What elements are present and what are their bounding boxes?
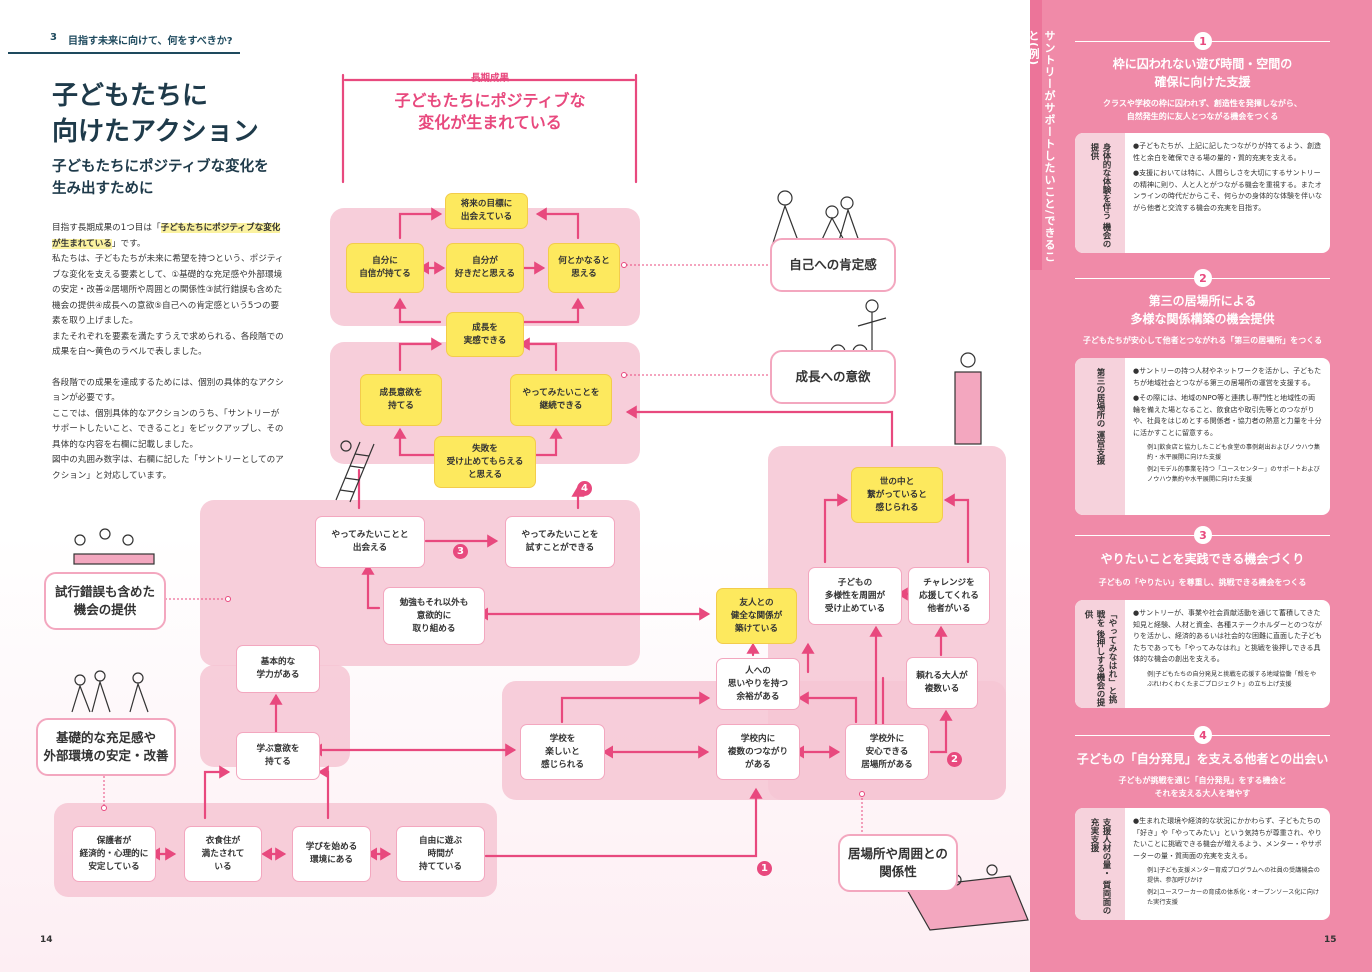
header-divider <box>8 52 240 54</box>
illustration-family <box>71 670 149 713</box>
node-accept-fail: 失敗を 受け止めてもらえる と思える <box>434 436 536 488</box>
node-challenge: チャレンジを 応援してくれる 他者がいる <box>908 567 990 625</box>
node-society: 世の中と 繋がっていると 感じられる <box>851 467 943 523</box>
node-continue: やってみたいことを 継続できる <box>510 374 612 426</box>
section-4-number: 4 <box>1194 726 1212 744</box>
node-growth: 成長を 実感できる <box>446 312 524 357</box>
page-title: 子どもたちに 向けたアクション <box>52 81 259 147</box>
node-confidence: 自分に 自信が持てる <box>346 243 424 293</box>
node-guardian: 保護者が 経済的・心理的に 安定している <box>72 826 156 882</box>
label-basic-env: 基礎的な充足感や 外部環境の安定・改善 <box>36 718 176 776</box>
node-diversity: 子どもの 多様性を周囲が 受け止めている <box>808 567 902 625</box>
node-free-time: 自由に遊ぶ 時間が 持てている <box>396 826 485 882</box>
section-3-number: 3 <box>1194 526 1212 544</box>
node-caring: 人への 思いやりを持つ 余裕がある <box>716 658 800 710</box>
illustration-people-top <box>771 190 861 247</box>
section-2-title: 第三の居場所による 多様な関係構築の機会提供 <box>1130 294 1275 326</box>
marker-3: 3 <box>453 544 468 559</box>
illustration-people-mid <box>830 299 982 445</box>
long-term-label: 長期成果 <box>470 73 509 84</box>
section-4-title: 子どもの「自分発見」を支える他者との出会い <box>1076 752 1329 766</box>
label-self-esteem: 自己への肯定感 <box>770 238 896 292</box>
section-4-items: ●生まれた環境や経済的な状況にかかわらず、子どもたちの「好き」や「やってみたい」… <box>1133 817 1322 906</box>
section-1-subtitle: クラスや学校の枠に囚われず、創造性を発揮しながら、 自然発生的に友人とつながる機… <box>1103 99 1302 121</box>
marker-1: 1 <box>757 861 772 876</box>
node-env: 学びを始める 環境にある <box>292 826 371 882</box>
page-number-left: 14 <box>40 935 53 945</box>
chapter-title: 目指す未来に向けて、何をすべきか? <box>68 36 233 47</box>
node-friends: 友人との 健全な関係が 築けている <box>716 588 797 644</box>
intro-paragraph-2: 私たちは、子どもたちが未来に希望を持つという、ポジティブな変化を支える要素として… <box>52 254 284 326</box>
intro-text: 目指す長期成果の1つ目は「子どもたちにポジティブな変化が生まれている」です。私た… <box>52 221 284 499</box>
node-study: 勉強もそれ以外も 意欲的に 取り組める <box>383 587 485 645</box>
node-school-ties: 学校内に 複数のつながり がある <box>716 724 800 780</box>
section-2-subtitle: 子どもたちが安心して他者とつながれる「第三の居場所」をつくる <box>1082 336 1323 345</box>
section-1-box: 身体的な体験を伴う 機会の提供 ●子どもたちが、上記に記したつながりが持てるよう… <box>1075 133 1330 253</box>
section-1-number: 1 <box>1194 32 1212 50</box>
label-growth-will: 成長への意欲 <box>770 350 896 404</box>
section-2-tag: 第三の居場所の 運営支援 <box>1075 358 1125 515</box>
marker-4: 4 <box>577 481 592 496</box>
node-school-fun: 学校を 楽しいと 感じられる <box>520 724 605 780</box>
section-1-title: 枠に囚われない遊び時間・空間の 確保に向けた支援 <box>1112 57 1293 89</box>
intro-paragraph-3: またそれぞれを要素を満たすうえで求められる、各段階での成果を白〜黄色のラベルで表… <box>52 331 284 358</box>
page-number-right: 15 <box>1324 935 1337 945</box>
section-3-subtitle: 子どもの「やりたい」を尊重し、挑戦できる機会をつくる <box>1098 578 1307 587</box>
label-place: 居場所や周囲との 関係性 <box>838 834 958 892</box>
section-2-number: 2 <box>1194 269 1212 287</box>
illustration-table <box>73 528 155 565</box>
node-desire: 成長意欲を 持てる <box>360 374 442 426</box>
section-4-box: 支援人材の量・ 質両面の充実支援 ●生まれた環境や経済的な状況にかかわらず、子ど… <box>1075 808 1330 920</box>
right-vertical-title: サントリーがサポートしたいこと/できること(例) <box>1027 30 1056 264</box>
marker-2: 2 <box>947 752 962 767</box>
node-outside: 学校外に 安心できる 居場所がある <box>845 724 929 780</box>
section-1-tag: 身体的な体験を伴う 機会の提供 <box>1075 133 1125 253</box>
section-2-items: ●サントリーの持つ人材やネットワークを活かし、子どもたちが地域社会とつながる第三… <box>1133 367 1322 483</box>
long-term-title: 子どもたちにポジティブな 変化が生まれている <box>394 91 586 132</box>
section-3-tag: 「やってみなはれ」と挑戦を 後押しする機会の提供 <box>1075 600 1125 708</box>
node-needs: 衣食住が 満たされて いる <box>184 826 262 882</box>
node-try: やってみたいことを 試すことができる <box>505 516 615 568</box>
section-3-box: 「やってみなはれ」と挑戦を 後押しする機会の提供 ●サントリーが、事業や社会貢献… <box>1075 600 1330 708</box>
section-4-tag: 支援人材の量・ 質両面の充実支援 <box>1075 808 1125 920</box>
node-goal: 将来の目標に 出会えている <box>445 193 528 229</box>
section-3-title: やりたいことを実践できる機会づくり <box>1100 552 1305 566</box>
illustration-ladder <box>335 440 375 503</box>
chapter-number: 3 <box>50 32 57 43</box>
section-3-items: ●サントリーが、事業や社会貢献活動を通じて蓄積してきた知見と経験、人材と資金、各… <box>1133 609 1322 688</box>
right-panel-edge <box>1030 0 1042 270</box>
page-subtitle: 子どもたちにポジティブな変化を 生み出すために <box>52 159 269 197</box>
node-like-self: 自分が 好きだと思える <box>446 243 524 293</box>
intro-paragraph-1: 目指す長期成果の1つ目は「子どもたちにポジティブな変化が生まれている」です。私た… <box>52 223 284 358</box>
intro-paragraph-4: 各段階での成果を達成するためには、個別の具体的なアクションが必要です。ここでは、… <box>52 377 284 481</box>
node-adults: 頼れる大人が 複数いる <box>906 657 978 709</box>
section-2-box: 第三の居場所の 運営支援 ●サントリーの持つ人材やネットワークを活かし、子どもた… <box>1075 358 1330 515</box>
node-manage: 何とかなると 思える <box>548 243 620 293</box>
node-basic: 基本的な 学力がある <box>236 645 320 693</box>
node-meet: やってみたいことと 出会える <box>315 516 425 568</box>
node-motivation: 学ぶ意欲を 持てる <box>236 732 320 780</box>
label-trial: 試行錯誤も含めた 機会の提供 <box>44 572 166 630</box>
section-4-subtitle: 子どもが挑戦を通じ「自分発見」をする機会と それを支える大人を増やす <box>1118 776 1287 798</box>
section-1-items: ●子どもたちが、上記に記したつながりが持てるよう、創造性と余白を確保できる場の量… <box>1133 142 1322 212</box>
